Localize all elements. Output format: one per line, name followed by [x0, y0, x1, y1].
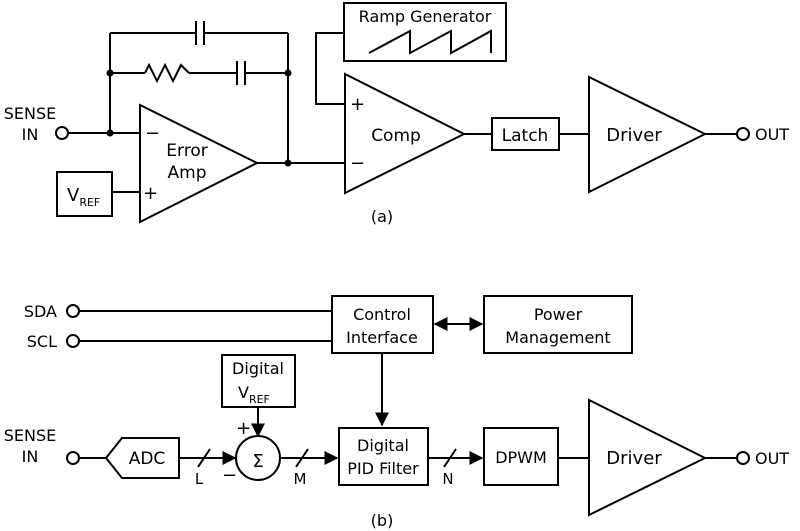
pid-filter-label-line1: Digital: [357, 436, 409, 455]
dpwm-label: DPWM: [495, 448, 547, 467]
out-label: OUT: [755, 125, 789, 144]
error-amp-label-line2: Amp: [168, 163, 207, 183]
bus-l-label: L: [195, 470, 204, 488]
ramp-wire: [315, 32, 345, 105]
sum-minus: −: [222, 465, 237, 486]
resistor: [144, 62, 190, 84]
scl-terminal: [66, 334, 80, 348]
junction-dot: [106, 69, 114, 77]
driver-triangle: [588, 75, 708, 194]
diagram-a: SENSE IN − + Error Amp: [4, 2, 789, 226]
sum-plus: +: [236, 418, 251, 439]
sense-in-label-line2: IN: [22, 447, 39, 466]
scl-label: SCL: [27, 332, 57, 351]
junction-dot: [284, 69, 292, 77]
junction-dot: [106, 129, 114, 137]
comp-minus: −: [350, 153, 365, 174]
digital-vref-label-line1: Digital: [232, 359, 284, 378]
power-management-label-line2: Management: [505, 328, 610, 347]
out-terminal: [736, 127, 750, 141]
control-interface-box: [331, 295, 434, 354]
control-interface-label-line2: Interface: [346, 328, 418, 347]
sawtooth-icon: [368, 29, 492, 55]
error-amp-minus: −: [145, 123, 160, 144]
error-amp-label-line1: Error: [166, 141, 207, 161]
vref-box: [56, 171, 113, 217]
error-amp-triangle: [139, 103, 260, 224]
sda-terminal: [66, 304, 80, 318]
comparator-triangle: [344, 72, 467, 195]
driver-triangle: [588, 398, 708, 517]
digital-vref-box: [221, 354, 296, 408]
power-management-box: [483, 295, 633, 354]
latch-label: Latch: [502, 126, 549, 146]
driver-label: Driver: [606, 448, 662, 469]
ramp-generator-label: Ramp Generator: [359, 7, 492, 26]
sense-in-label-line1: SENSE: [4, 104, 57, 123]
digital-vref-label-line2: VREF: [238, 383, 270, 406]
sense-in-label-line1: SENSE: [4, 426, 57, 445]
bus-m-label: M: [294, 470, 307, 488]
bus-slash: [197, 448, 211, 468]
bus-slash: [295, 448, 309, 468]
sense-in-terminal: [55, 126, 69, 140]
sigma-icon: Σ: [252, 451, 263, 472]
out-label: OUT: [755, 449, 789, 468]
vref-label: VREF: [67, 185, 100, 209]
driver-label: Driver: [606, 125, 662, 146]
power-management-label-line1: Power: [534, 305, 583, 324]
adc-label: ADC: [129, 449, 166, 469]
out-terminal: [736, 451, 750, 465]
sense-in-label-line2: IN: [22, 125, 39, 144]
pid-filter-label-line2: PID Filter: [347, 459, 419, 478]
bus-n-label: N: [442, 470, 453, 488]
error-amp-plus: +: [143, 183, 158, 204]
comp-plus: +: [350, 94, 365, 115]
sense-in-terminal: [66, 451, 80, 465]
pid-filter-box: [338, 427, 429, 486]
feedback-network: [106, 21, 292, 167]
diagram-b: SDA SCL Control Interface Power Manageme…: [4, 295, 789, 530]
dpwm-box: [483, 427, 559, 486]
control-interface-label-line1: Control: [353, 305, 411, 324]
sda-label: SDA: [24, 302, 57, 321]
bus-slash: [443, 448, 457, 468]
caption-a: (a): [371, 207, 393, 226]
comp-label: Comp: [371, 126, 421, 146]
caption-b: (b): [371, 511, 394, 530]
